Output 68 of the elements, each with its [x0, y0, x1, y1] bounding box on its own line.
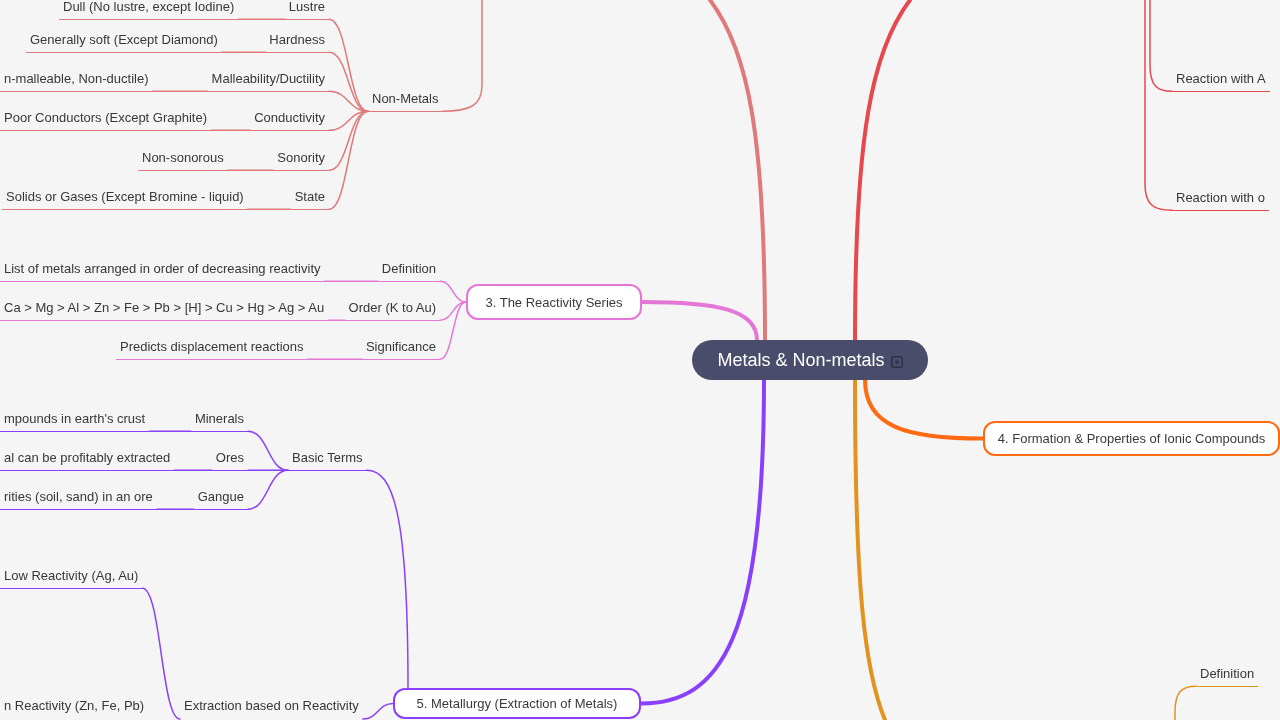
- topic-label: n-malleable, Non-ductile): [0, 70, 153, 92]
- connector-line: [853, 0, 912, 342]
- topic-label: Non-sonorous: [138, 149, 228, 171]
- topic-box: 5. Metallurgy (Extraction of Metals): [393, 688, 641, 719]
- connector-line: [237, 18, 286, 20]
- topic-label: Ores: [211, 449, 248, 471]
- topic-label: rities (soil, sand) in an ore: [0, 488, 157, 510]
- topic-box: 4. Formation & Properties of Ionic Compounds: [983, 421, 1280, 456]
- connector-line: [247, 430, 289, 471]
- topic-label: Order (K to Au): [344, 299, 440, 321]
- topic-label: n Reactivity (Zn, Fe, Pb): [0, 697, 149, 719]
- topic-label: Ca > Mg > Al > Zn > Fe > Pb > [H] > Cu > Hg > Ag > Au: [0, 299, 329, 321]
- topic-label: mpounds in earth's crust: [0, 410, 150, 432]
- topic-label: Malleability/Ductility: [207, 70, 329, 92]
- connector-line: [148, 430, 192, 432]
- topic-label: Lustre: [284, 0, 329, 20]
- connector-line: [328, 90, 369, 112]
- connector-line: [323, 280, 379, 282]
- topic-title: Metals & Non-metals: [717, 349, 885, 371]
- connector-line: [853, 378, 887, 720]
- topic-label: Extraction based on Reactivity: [180, 697, 363, 719]
- topic-label: Non-Metals: [368, 90, 443, 112]
- connector-line: [1174, 685, 1197, 720]
- topic-label: Definition: [1196, 665, 1259, 687]
- connector-line: [1149, 0, 1173, 92]
- connector-line: [441, 0, 483, 112]
- connector-line: [246, 208, 292, 210]
- topic-label: Hardness: [265, 31, 329, 53]
- connector-line: [221, 51, 267, 53]
- topic-label: Low Reactivity (Ag, Au): [0, 567, 143, 589]
- topic-label: Sonority: [273, 149, 329, 171]
- topic-label: Definition: [377, 260, 440, 282]
- connector-line: [328, 110, 369, 210]
- topic-label: Conductivity: [250, 109, 329, 131]
- topic-label: Reaction with A: [1172, 70, 1270, 92]
- central-topic: [692, 340, 928, 380]
- connector-line: [247, 469, 289, 510]
- topic-label: State: [290, 188, 329, 210]
- topic-label: al can be profitably extracted: [0, 449, 175, 471]
- connector-line: [210, 129, 251, 131]
- topic-label: Predicts displacement reactions: [116, 338, 308, 360]
- connector-line: [1144, 0, 1173, 211]
- connector-line: [226, 169, 275, 171]
- connector-line: [439, 301, 467, 360]
- topic-label: Generally soft (Except Diamond): [26, 31, 222, 53]
- connector-line: [327, 319, 346, 321]
- connector-line: [639, 378, 766, 706]
- connector-line: [362, 702, 394, 720]
- connector-line: [156, 508, 195, 510]
- connector-line: [863, 378, 985, 441]
- topic-label: Poor Conductors (Except Graphite): [0, 109, 212, 131]
- topic-label: Significance: [361, 338, 440, 360]
- connector-line: [151, 90, 209, 92]
- topic-label: Gangue: [193, 488, 248, 510]
- topic-label: Solids or Gases (Except Bromine - liquid): [2, 188, 248, 210]
- topic-label: Reaction with o: [1172, 189, 1269, 211]
- topic-label: Basic Terms: [288, 449, 367, 471]
- topic-box: 3. The Reactivity Series: [466, 284, 642, 320]
- connector-line: [306, 358, 363, 360]
- connector-line: [708, 0, 767, 342]
- connector-line: [365, 469, 409, 689]
- connector-line: [640, 300, 759, 342]
- topic-label: List of metals arranged in order of decreasing reactivity: [0, 260, 325, 282]
- connector-line: [141, 587, 181, 720]
- topic-label: Minerals: [190, 410, 248, 432]
- connector-line: [439, 280, 467, 303]
- connector-line: [173, 469, 213, 471]
- topic-label: Dull (No lustre, except Iodine): [59, 0, 239, 20]
